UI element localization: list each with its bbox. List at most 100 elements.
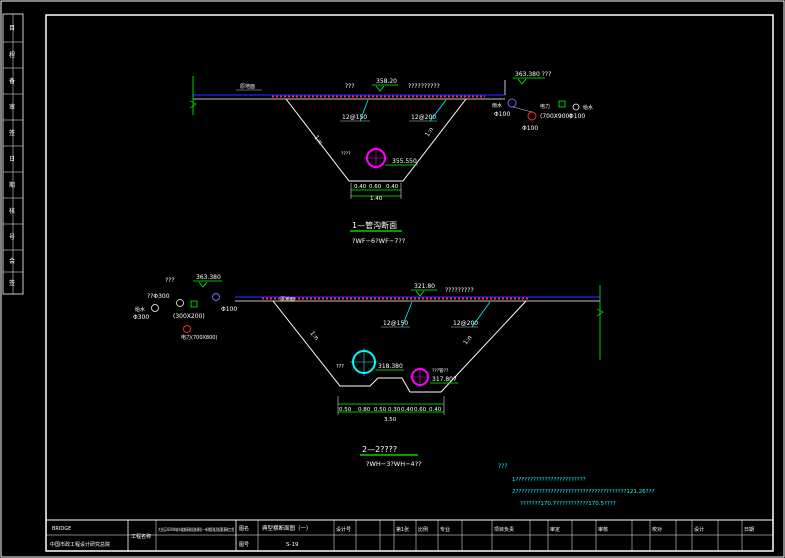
drawing-no: S-19 (286, 542, 299, 548)
bottom-value: 355.550 (392, 158, 417, 165)
pipe-label: ???管?? (432, 367, 449, 374)
slope-label: 1:n (312, 134, 323, 146)
strip-label: 日 (9, 156, 15, 163)
bottom-label: ???? (341, 151, 351, 157)
utility-size: Φ100 (494, 111, 510, 118)
level-value: 321.80 (414, 283, 435, 290)
tb-cell: 第1张 (396, 526, 409, 533)
utility-symbol (212, 293, 220, 301)
left-pipe-label: ??Φ300 (147, 293, 170, 300)
utility-size: Φ300 (133, 314, 149, 321)
utility-symbol (527, 111, 537, 121)
dim-total: 1.40 (370, 196, 383, 202)
dim-value: 0.80 (358, 407, 371, 413)
section-subtitle: ?WH−3?WH−4?? (366, 460, 422, 468)
trench-outline (285, 98, 467, 182)
utility-size: Φ100 (522, 125, 538, 132)
dim-value: 0.50 (374, 407, 387, 413)
utility-label: 电力(700X800) (181, 334, 217, 341)
tb-cell: 项目负责 (494, 526, 514, 533)
reinforce-label: 12@200 (411, 114, 436, 121)
drawing-name: 典型横断面图（一） (262, 524, 312, 532)
section-2: 1:n 1:n ??? 363.380 ??Φ300 给水 Φ300 (300X… (133, 274, 604, 468)
dim-value: 0.50 (339, 407, 352, 413)
utility-symbol (176, 299, 184, 307)
slope-label: 1:n (424, 126, 435, 138)
pipe-value: 318.380 (378, 363, 403, 370)
section-title: 1—管沟断面 (352, 220, 397, 230)
utility-label: 给水 (583, 104, 593, 111)
project-label: 工程名称 (131, 533, 151, 540)
section-1: 1:n 1:n 原地面 ??? 358.20 ?????????? 363.38… (189, 71, 593, 245)
top-label: ??? (165, 277, 175, 284)
pipe-label: ??? (336, 364, 344, 370)
tb-cell: 审核 (598, 526, 608, 533)
strip-label: 号 (9, 234, 15, 241)
tb-cell: 日期 (744, 527, 754, 533)
drawing-no-label: 图号 (239, 542, 249, 548)
strip-label: 审 (9, 103, 15, 111)
utility-size: Φ100 (569, 113, 585, 120)
reinforce-label: 12@150 (383, 320, 408, 327)
right-level: 363.380 ??? (515, 71, 551, 78)
ground-label: 原地面 (280, 296, 295, 303)
ground-label: 原地面 (240, 83, 255, 90)
notes-line: 1???????????????????????? (512, 477, 586, 483)
level-value: 358.20 (376, 78, 397, 85)
company-en: BRIDGE (52, 526, 71, 532)
strip-label: 备 (9, 77, 15, 85)
pipe-value: 317.807 (432, 376, 457, 383)
design-label: ?????????? (408, 83, 440, 90)
tb-cell: 审定 (550, 526, 560, 533)
dim-value: 0.40 (386, 184, 399, 190)
utility-size: (700X900) (540, 113, 572, 120)
notes: ??? 1???????????????????????? 2?????????… (498, 463, 655, 507)
dim-value: 0.30 (388, 407, 401, 413)
utility-symbol (190, 300, 198, 308)
dim-value: 0.60 (369, 184, 382, 190)
tb-cell: 设计号 (336, 526, 351, 533)
utility-symbol (572, 103, 580, 111)
drawing-label: 图名 (239, 525, 249, 532)
dim-total: 3.50 (384, 417, 397, 423)
utility-label: 给水 (135, 306, 145, 313)
trench-outline (272, 300, 527, 393)
title-block: BRIDGE 中国市政工程设计研究总院 工程名称 大业区2020年城市道路基础设… (45, 519, 774, 552)
utility-symbol (507, 98, 517, 108)
utility-symbol (558, 100, 566, 108)
slope-label: 1:n (308, 330, 320, 342)
reinforce-label: 12@150 (342, 114, 367, 121)
strip-label: 程 (9, 51, 15, 59)
strip-label: 会 (9, 257, 15, 265)
strip-label: 签 (9, 279, 15, 287)
binding-strip: 目 程 备 审 签 日 期 核 号 会 签 (2, 13, 24, 295)
top-value: 363.380 (196, 274, 221, 281)
tb-cell: 校对 (652, 526, 662, 533)
company-cn: 中国市政工程设计研究总院 (50, 541, 110, 548)
utility-size: Φ100 (221, 306, 237, 313)
notes-line: 2??????????????????????????????????????1… (512, 489, 655, 495)
strip-label: 期 (9, 181, 15, 189)
project-name: 大业区2020年城市道路基础设施建设—市政管道及配套基础工程 (158, 526, 234, 532)
strip-label: 签 (9, 129, 15, 137)
dim-value: 0.40 (429, 407, 442, 413)
section-subtitle: ?WF−6?WF−7?? (352, 237, 405, 245)
utility-size: (300X200) (173, 313, 205, 320)
dim-value: 0.40 (401, 407, 414, 413)
utility-symbol (183, 325, 191, 333)
section-title: 2—2???? (362, 445, 397, 454)
utility-label: 电力 (540, 103, 550, 110)
design-label: ????????? (445, 287, 474, 294)
tb-cell: 设计 (694, 526, 704, 533)
utility-label: 雨水 (492, 102, 502, 109)
utility-symbol (151, 304, 159, 312)
tb-cell: 比例 (418, 526, 428, 533)
notes-head: ??? (498, 463, 508, 470)
dim-value: 0.40 (354, 184, 367, 190)
notes-line: ???????170.7???????????170.5???? (520, 501, 616, 507)
strip-label: 目 (9, 25, 15, 32)
level-label: ??? (345, 83, 355, 90)
strip-label: 核 (9, 207, 15, 215)
